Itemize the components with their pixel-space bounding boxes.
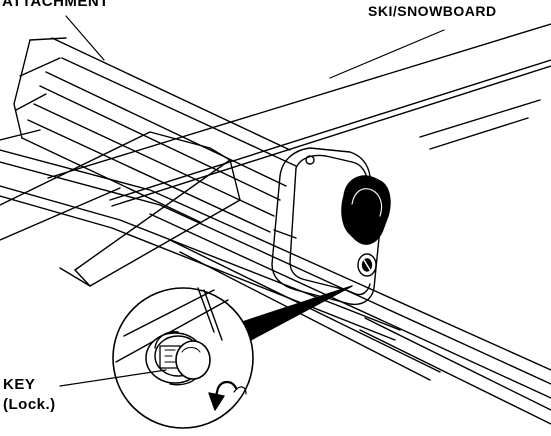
- label-attachment: ATTACHMENT: [2, 0, 109, 10]
- label-ski-snowboard: SKI/SNOWBOARD: [368, 3, 497, 19]
- key-icon: [159, 340, 211, 380]
- lock-housing: [271, 147, 383, 306]
- curved-arrow-icon: [208, 380, 247, 411]
- leader-ski: [329, 29, 445, 79]
- key-cylinder: [357, 253, 377, 277]
- label-key: KEY: [3, 376, 36, 393]
- clamp-plate: [0, 131, 241, 287]
- leader-lines: [59, 15, 445, 387]
- label-key-group: KEY (Lock.): [3, 375, 56, 415]
- release-button: [341, 175, 391, 245]
- attachment-bar: [13, 37, 297, 233]
- leader-attachment: [65, 15, 105, 61]
- ski-board: [0, 23, 551, 207]
- leader-key: [59, 369, 167, 387]
- label-key-note: (Lock.): [3, 396, 56, 413]
